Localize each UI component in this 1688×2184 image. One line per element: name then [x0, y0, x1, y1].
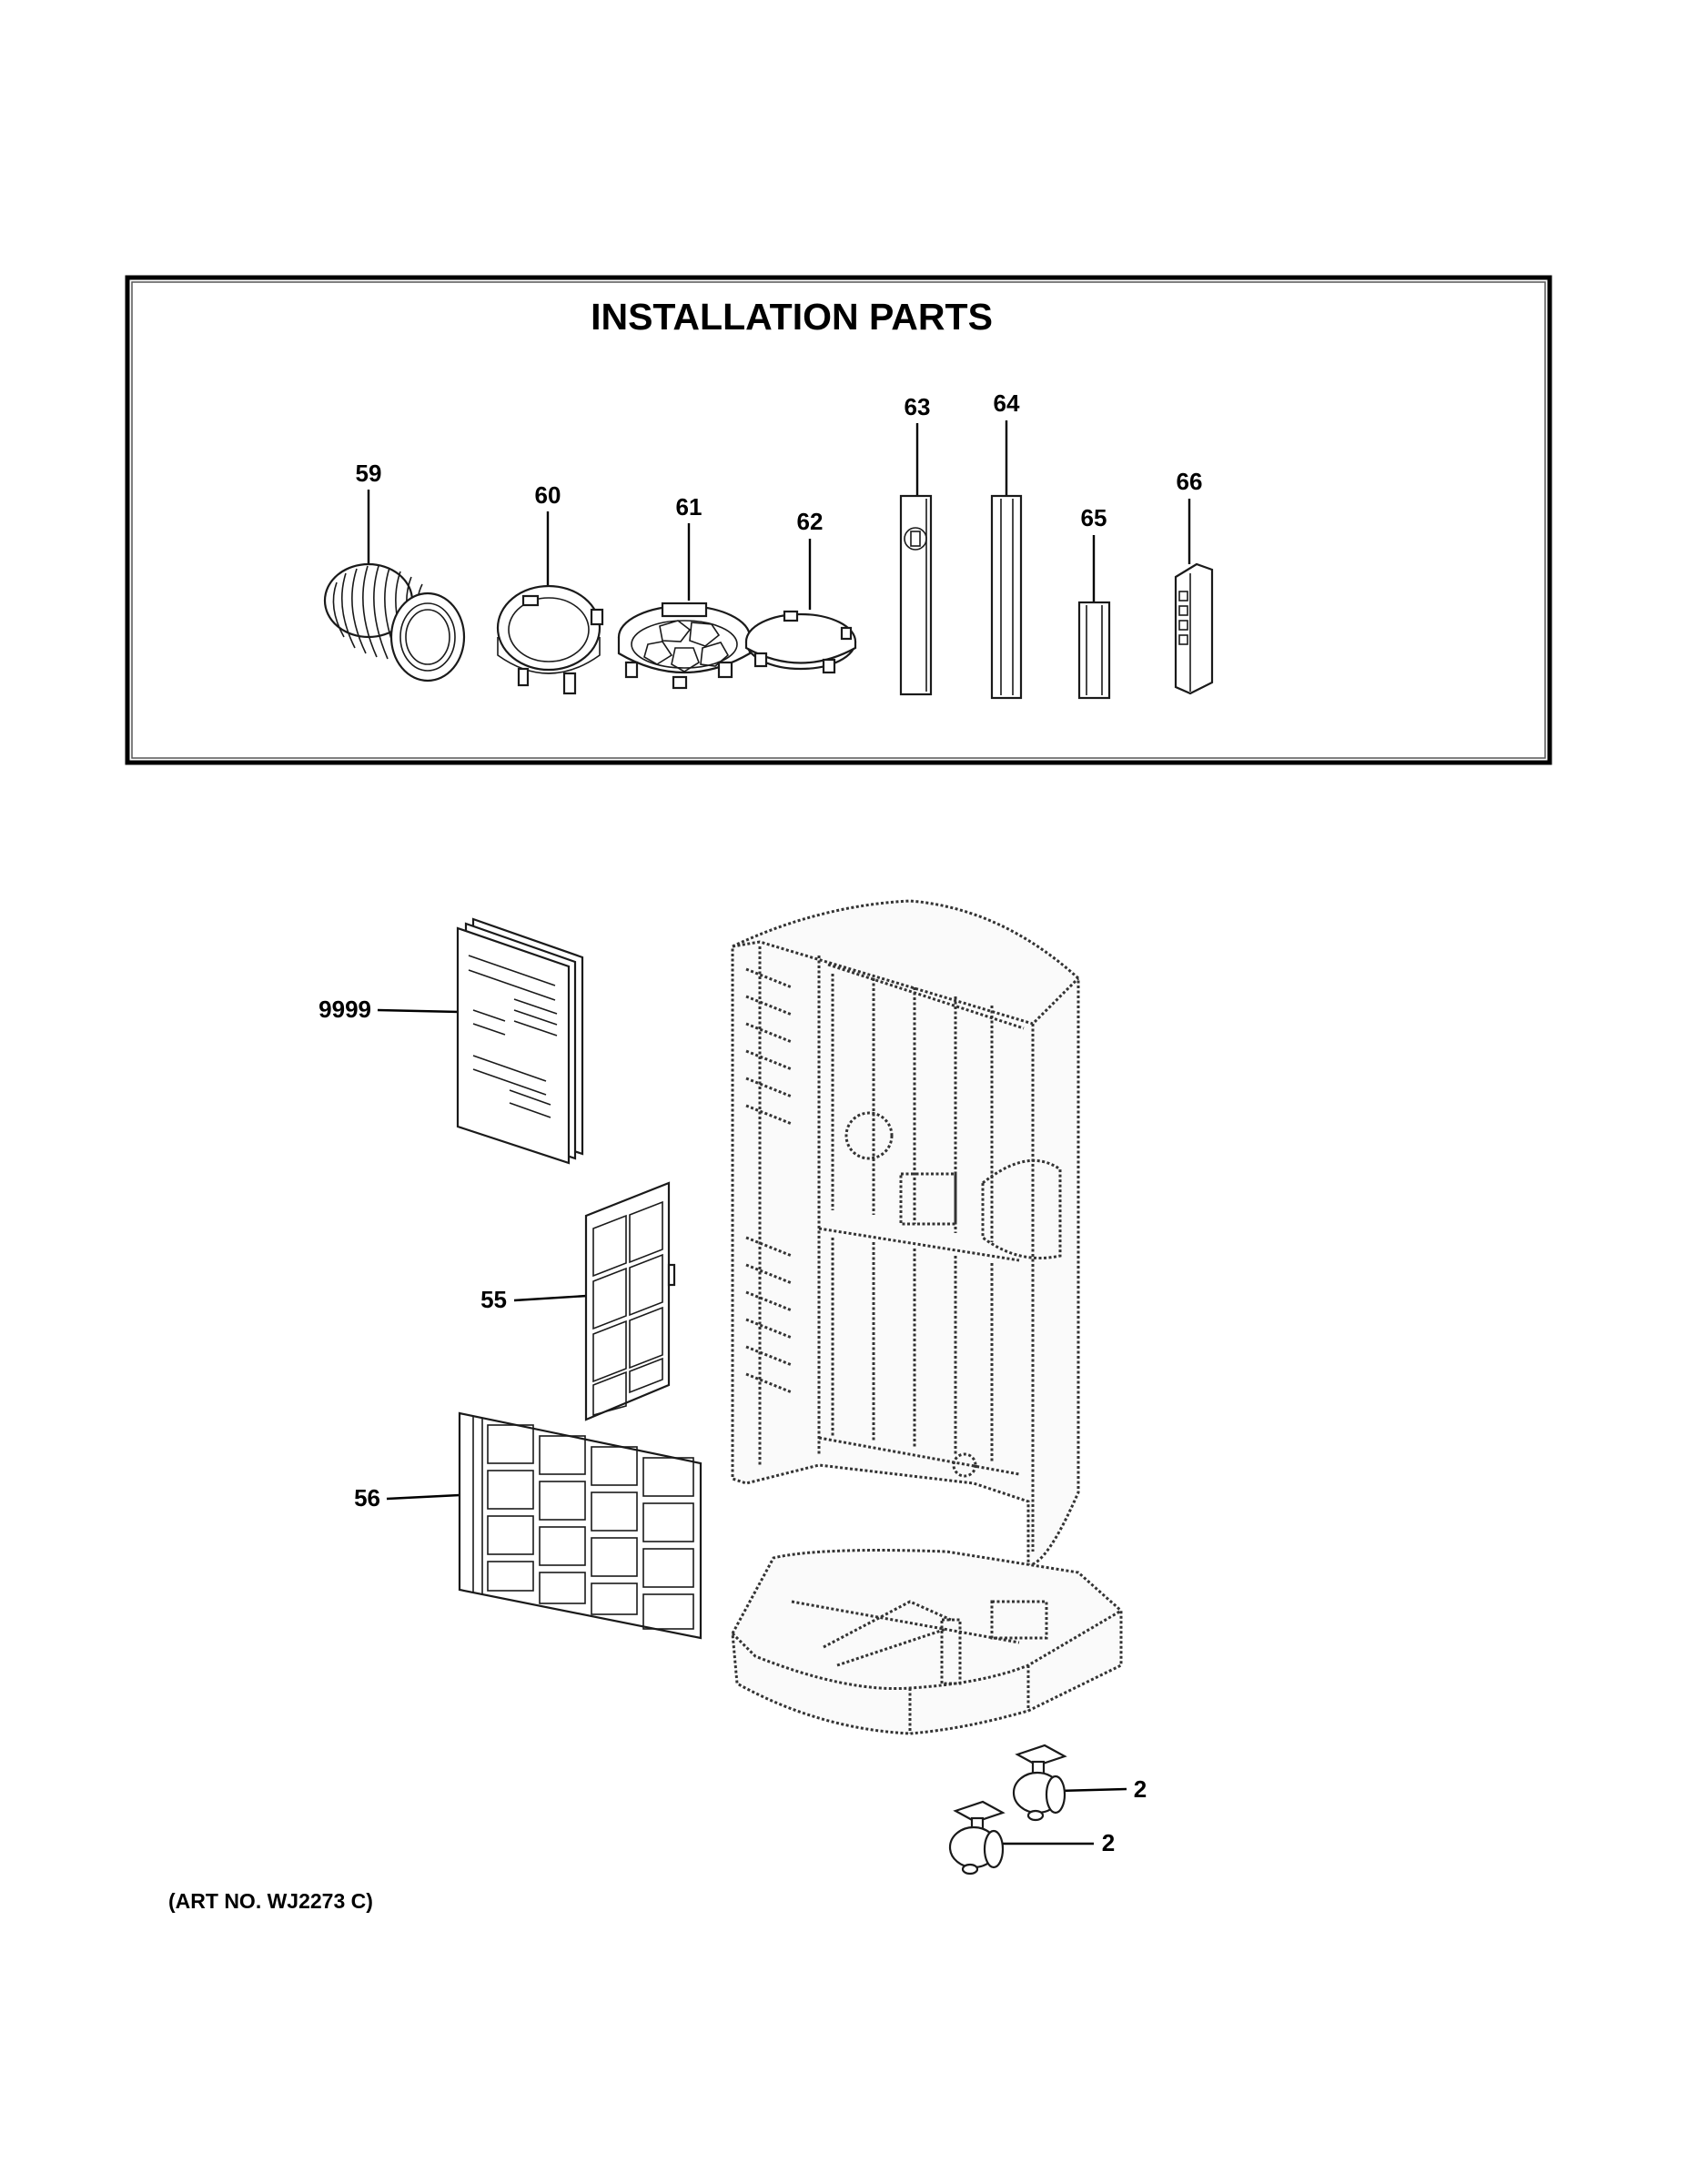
- installation-parts-title: INSTALLATION PARTS: [591, 296, 993, 338]
- part-label-55: 55: [480, 1286, 507, 1313]
- cover-cap-icon: 62: [744, 508, 857, 674]
- hose-adapter-ring-icon: 60: [496, 481, 604, 695]
- cabinet-housing: [731, 899, 1080, 1567]
- part-label-2-upper: 2: [1134, 1775, 1147, 1803]
- exhaust-hose-icon: 59: [323, 460, 466, 682]
- part-label-65: 65: [1081, 504, 1107, 531]
- manual-booklet-icon: 9999: [318, 917, 584, 1165]
- foam-seal-icon: 65: [1077, 504, 1111, 700]
- part-label-64: 64: [994, 389, 1020, 417]
- installation-parts-box: INSTALLATION PARTS: [125, 275, 1552, 765]
- large-air-filter-icon: 56: [354, 1411, 702, 1640]
- part-label-9999: 9999: [318, 996, 371, 1023]
- part-label-60: 60: [535, 481, 561, 509]
- part-label-62: 62: [797, 508, 824, 535]
- part-label-63: 63: [905, 393, 931, 420]
- part-label-56: 56: [354, 1484, 380, 1512]
- part-label-2-lower: 2: [1102, 1829, 1115, 1856]
- caster-wheel-icon: 2: [1012, 1744, 1147, 1822]
- cabinet-base: [731, 1549, 1123, 1735]
- remote-control-icon: 66: [1174, 468, 1214, 695]
- part-label-61: 61: [676, 493, 702, 521]
- part-label-59: 59: [356, 460, 382, 487]
- part-label-66: 66: [1177, 468, 1203, 495]
- window-panel-extension-icon: 64: [990, 389, 1023, 700]
- caster-wheel-icon: 2: [948, 1800, 1115, 1876]
- window-adapter-icon: 61: [617, 493, 752, 690]
- window-panel-icon: 63: [899, 393, 933, 696]
- small-air-filter-icon: 55: [480, 1181, 676, 1421]
- art-number: (ART NO. WJ2273 C): [168, 1889, 373, 1913]
